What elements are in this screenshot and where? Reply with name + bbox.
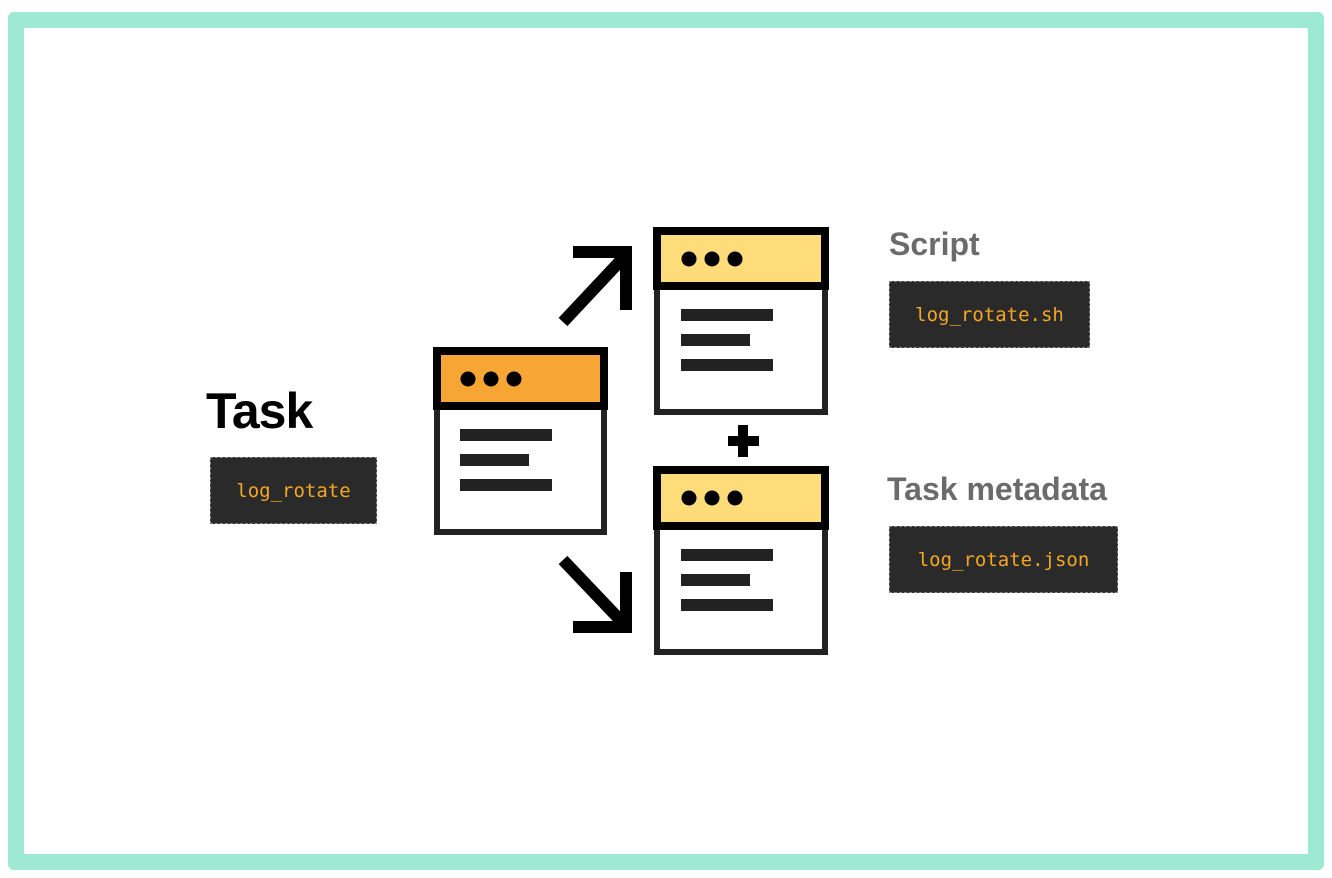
arrow-down-right-icon (558, 555, 632, 633)
task-window-icon (433, 347, 608, 535)
diagram-frame (8, 12, 1324, 870)
metadata-heading: Task metadata (887, 471, 1107, 507)
script-code-text: log_rotate.sh (915, 303, 1064, 326)
task-code-text: log_rotate (236, 479, 351, 502)
task-code-block: log_rotate (210, 457, 377, 524)
plus-icon (728, 425, 759, 457)
task-heading: Task (206, 383, 313, 439)
script-heading: Script (889, 226, 980, 262)
metadata-code-block: log_rotate.json (889, 526, 1118, 593)
script-window-icon (653, 227, 829, 415)
script-code-block: log_rotate.sh (889, 281, 1090, 348)
metadata-code-text: log_rotate.json (917, 548, 1090, 571)
metadata-window-icon (653, 466, 829, 655)
arrow-up-right-icon (558, 246, 632, 327)
